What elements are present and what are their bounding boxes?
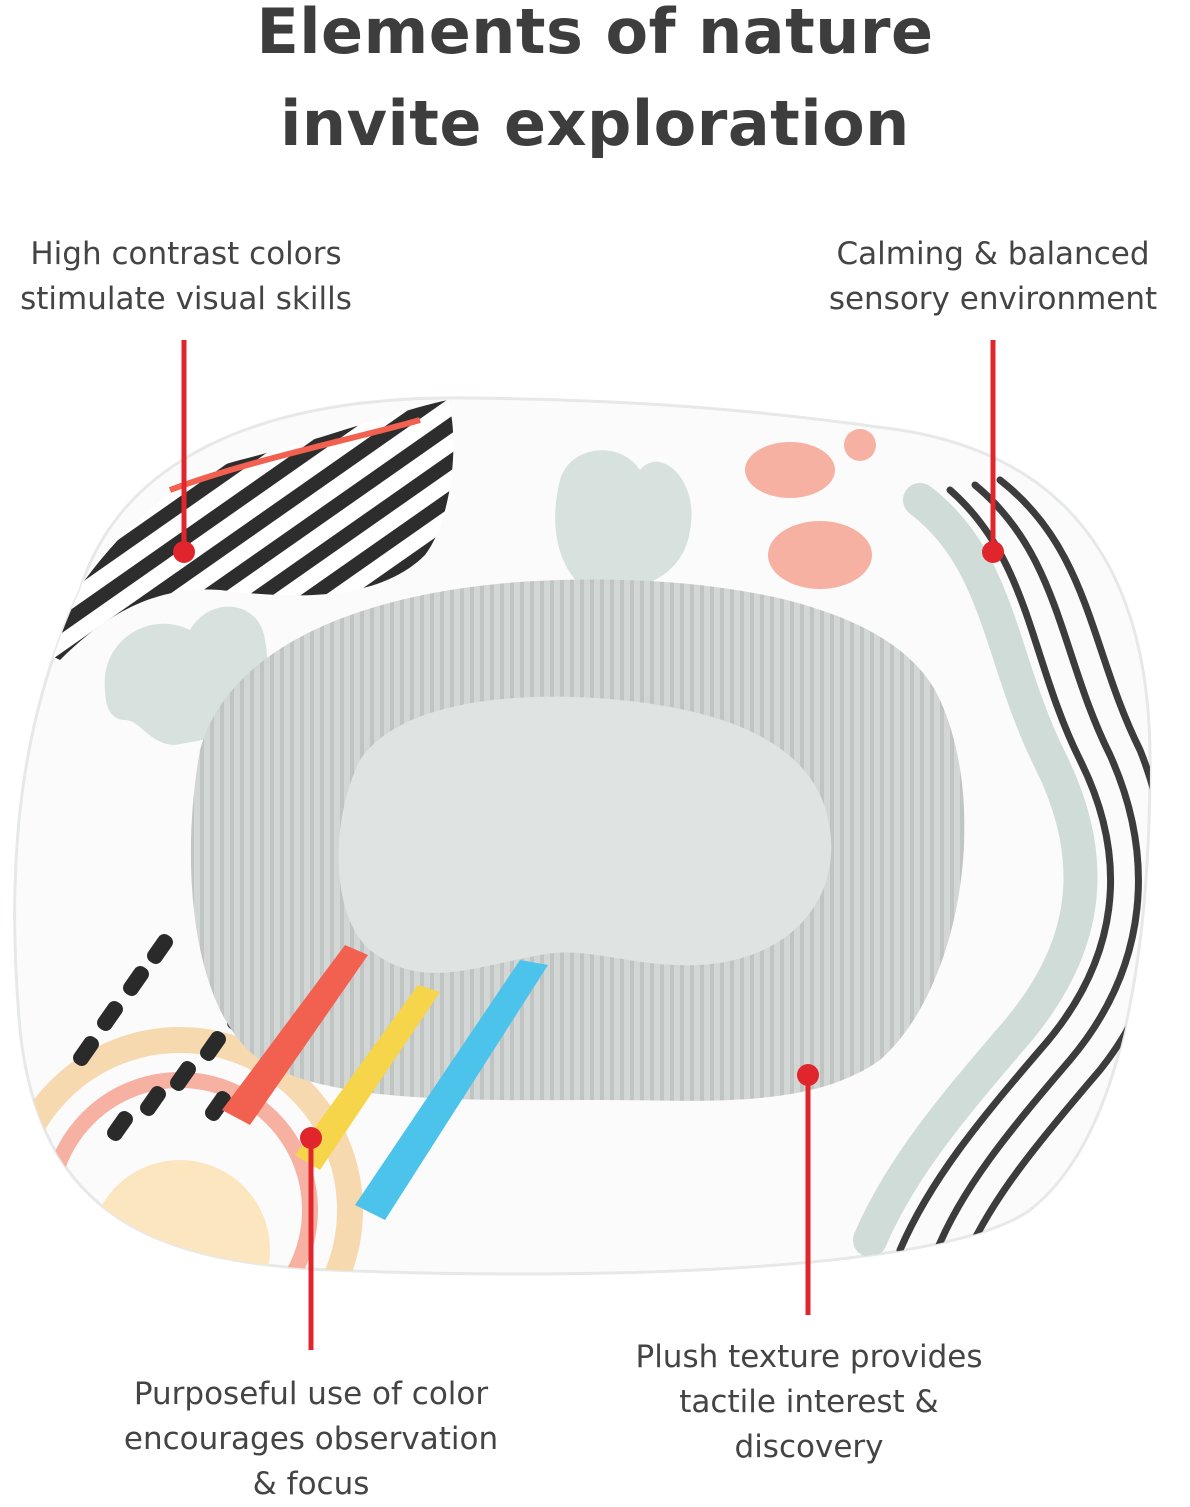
callout-plush-texture-line-3: discovery bbox=[734, 1429, 884, 1465]
headline-line-1: Elements of nature bbox=[256, 0, 934, 68]
headline: Elements of nature invite exploration bbox=[0, 0, 1190, 170]
callout-purposeful-color: Purposeful use of color encourages obser… bbox=[110, 1372, 512, 1507]
ribbon-blue bbox=[355, 960, 548, 1220]
callout-calming-line-2: sensory environment bbox=[828, 281, 1158, 317]
striped-patch-trim bbox=[168, 417, 421, 493]
callout-purposeful-color-line-3: & focus bbox=[252, 1466, 370, 1502]
ribbon-yellow bbox=[295, 985, 440, 1170]
headline-line-2: invite exploration bbox=[280, 87, 910, 160]
cloud-shape-top bbox=[555, 450, 692, 590]
striped-patch bbox=[40, 400, 454, 660]
leader-dot-bottom-left bbox=[300, 1127, 322, 1149]
callout-high-contrast-line-1: High contrast colors bbox=[30, 236, 342, 272]
peach-dot-large bbox=[768, 521, 872, 589]
kidney-center-pad bbox=[338, 696, 832, 973]
callout-plush-texture-line-1: Plush texture provides bbox=[635, 1339, 983, 1375]
callout-calming-line-1: Calming & balanced bbox=[836, 236, 1150, 272]
leader-lines bbox=[173, 340, 1004, 1350]
leader-dot-bottom-right bbox=[797, 1064, 819, 1086]
wavy-lines bbox=[853, 476, 1150, 1264]
callout-plush-texture-line-2: tactile interest & bbox=[679, 1384, 939, 1420]
peach-dot-edge bbox=[844, 429, 876, 461]
peach-dot-small bbox=[745, 442, 835, 498]
callout-high-contrast: High contrast colors stimulate visual sk… bbox=[0, 232, 372, 322]
callout-calming: Calming & balanced sensory environment bbox=[818, 232, 1168, 322]
callout-purposeful-color-line-1: Purposeful use of color bbox=[133, 1376, 489, 1412]
black-dashes bbox=[73, 934, 253, 1141]
callout-plush-texture: Plush texture provides tactile interest … bbox=[612, 1335, 1006, 1470]
leader-dot-top-left bbox=[173, 541, 195, 563]
ribbon-coral bbox=[222, 945, 368, 1125]
callout-high-contrast-line-2: stimulate visual skills bbox=[20, 281, 352, 317]
leader-dot-top-right bbox=[982, 541, 1004, 563]
callout-purposeful-color-line-2: encourages observation bbox=[123, 1421, 499, 1457]
